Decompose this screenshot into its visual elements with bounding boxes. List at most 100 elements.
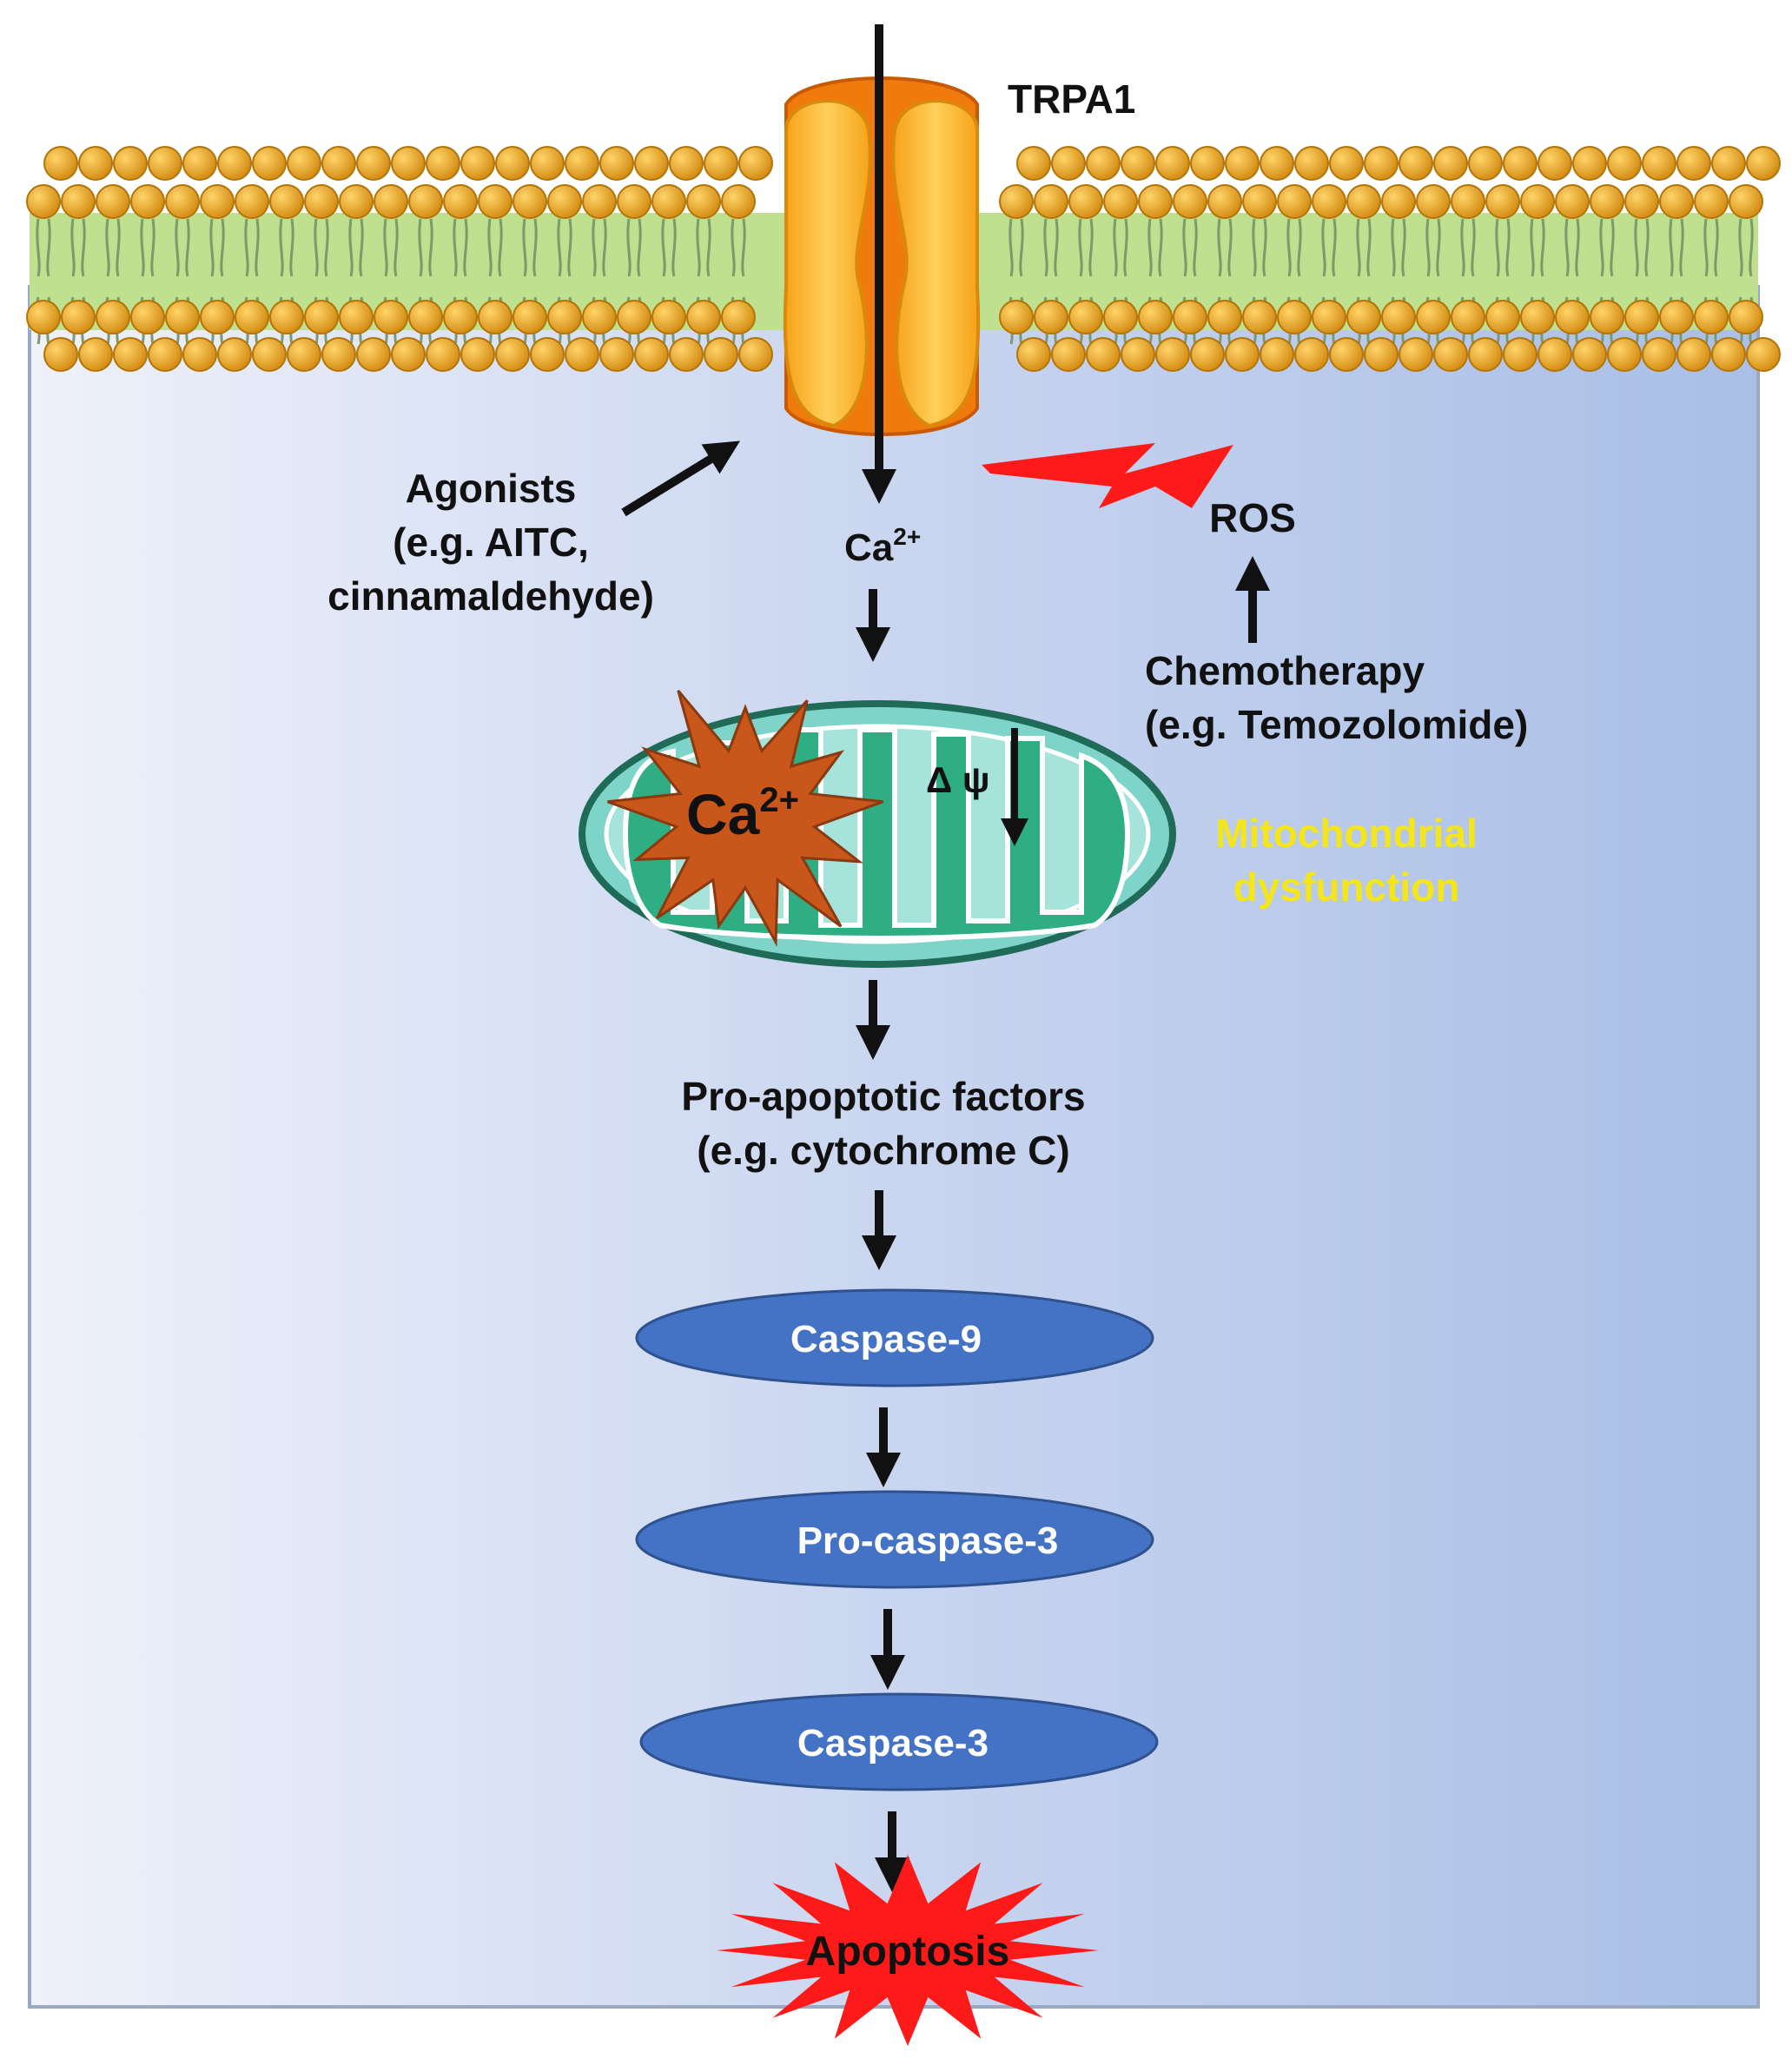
lipid-head	[217, 337, 252, 372]
lipid-head	[269, 184, 304, 219]
lipid-tail	[592, 218, 607, 345]
lipid-tail	[1495, 218, 1511, 345]
lipid-head	[374, 184, 408, 219]
lipid-tails	[36, 218, 1754, 345]
lipid-head	[1155, 337, 1190, 372]
lipid-head	[634, 146, 669, 181]
lipid-head	[1624, 184, 1659, 219]
lipid-head	[165, 300, 200, 334]
lipid-head	[495, 146, 530, 181]
mito-calcium-burst-icon	[606, 690, 884, 947]
lipid-head	[321, 146, 356, 181]
lipid-head	[235, 300, 269, 334]
lipid-head	[78, 146, 113, 181]
lipid-head	[356, 146, 391, 181]
lipid-head	[1468, 337, 1503, 372]
lipid-tail	[1147, 218, 1163, 345]
lipid-head	[1016, 337, 1051, 372]
lipid-head	[1416, 300, 1451, 334]
lipid-head	[1399, 337, 1433, 372]
lipid-tail	[1703, 218, 1719, 345]
lipid-head	[304, 300, 339, 334]
lipid-head	[1068, 300, 1103, 334]
lipid-head	[1016, 146, 1051, 181]
lipid-head	[617, 300, 651, 334]
lipid-head	[304, 184, 339, 219]
lipid-head	[148, 337, 182, 372]
lipid-tail	[279, 218, 294, 345]
lipid-head	[634, 337, 669, 372]
lipid-tail	[731, 218, 746, 345]
lipid-head	[1590, 184, 1624, 219]
lipid-head	[530, 337, 565, 372]
lipid-head	[78, 337, 113, 372]
lipid-head	[1659, 300, 1694, 334]
lipid-head	[1642, 146, 1676, 181]
lipid-head	[617, 184, 651, 219]
lipid-tail	[348, 218, 364, 345]
procaspase3-node	[635, 1490, 1154, 1589]
trpa1-label: TRPA1	[1008, 76, 1135, 122]
apoptosis-label: Apoptosis	[806, 1929, 1010, 1975]
lipid-head	[1312, 184, 1346, 219]
lipid-head	[1555, 184, 1590, 219]
lipid-head	[96, 300, 130, 334]
lipid-head	[1190, 337, 1225, 372]
lipid-head	[1242, 184, 1277, 219]
lipid-tail	[140, 218, 155, 345]
caspase3-label: Caspase-3	[797, 1722, 989, 1764]
chemotherapy-example: (e.g. Temozolomide)	[1145, 702, 1528, 747]
lipid-head	[200, 184, 235, 219]
lipid-head	[721, 300, 756, 334]
lipid-head	[1121, 337, 1155, 372]
lipid-head	[1729, 184, 1763, 219]
lipid-tail	[1669, 218, 1684, 345]
lipid-head	[43, 337, 78, 372]
lipid-head	[599, 337, 634, 372]
lipid-head	[1294, 337, 1329, 372]
lipid-tail	[1391, 218, 1406, 345]
mito-dysfunction-label-2: dysfunction	[1233, 864, 1460, 910]
lipid-tail	[661, 218, 677, 345]
lipid-head	[669, 337, 704, 372]
apoptosis-burst-icon	[717, 1855, 1099, 2046]
lipid-heads-inner	[26, 300, 1781, 372]
lipid-head	[148, 146, 182, 181]
lipid-head	[1537, 337, 1572, 372]
chemotherapy-label: Chemotherapy	[1145, 648, 1425, 693]
lipid-head	[1381, 184, 1416, 219]
caspase3-node	[639, 1692, 1159, 1791]
lipid-tail	[1286, 218, 1302, 345]
mito-dysfunction-label: Mitochondrial	[1215, 811, 1478, 856]
lipid-tail	[244, 218, 260, 345]
ros-label: ROS	[1209, 495, 1296, 540]
lipid-head	[130, 300, 165, 334]
lipid-head	[113, 337, 148, 372]
lipid-head	[391, 146, 426, 181]
lipid-head	[1451, 184, 1485, 219]
lipid-head	[1086, 146, 1121, 181]
lipid-head	[1537, 146, 1572, 181]
lipid-head	[1676, 146, 1711, 181]
lipid-head	[1729, 300, 1763, 334]
lipid-head	[339, 300, 374, 334]
lipid-tail	[105, 218, 121, 345]
lipid-head	[287, 337, 321, 372]
lipid-head	[96, 184, 130, 219]
mito-calcium-label: Ca2+	[686, 781, 799, 846]
lipid-head	[1746, 337, 1781, 372]
lipid-tail	[314, 218, 329, 345]
lipid-tail	[696, 218, 711, 345]
lipid-head	[374, 300, 408, 334]
lipid-head	[1624, 300, 1659, 334]
agonists-arrow	[621, 440, 741, 517]
lipid-tail	[1356, 218, 1372, 345]
lipid-head	[26, 184, 61, 219]
lipid-head	[651, 300, 686, 334]
lipid-head	[43, 146, 78, 181]
lipid-head	[1711, 146, 1746, 181]
lipid-head	[1346, 300, 1381, 334]
lipid-head	[651, 184, 686, 219]
lipid-head	[460, 337, 495, 372]
lipid-head	[1225, 337, 1260, 372]
